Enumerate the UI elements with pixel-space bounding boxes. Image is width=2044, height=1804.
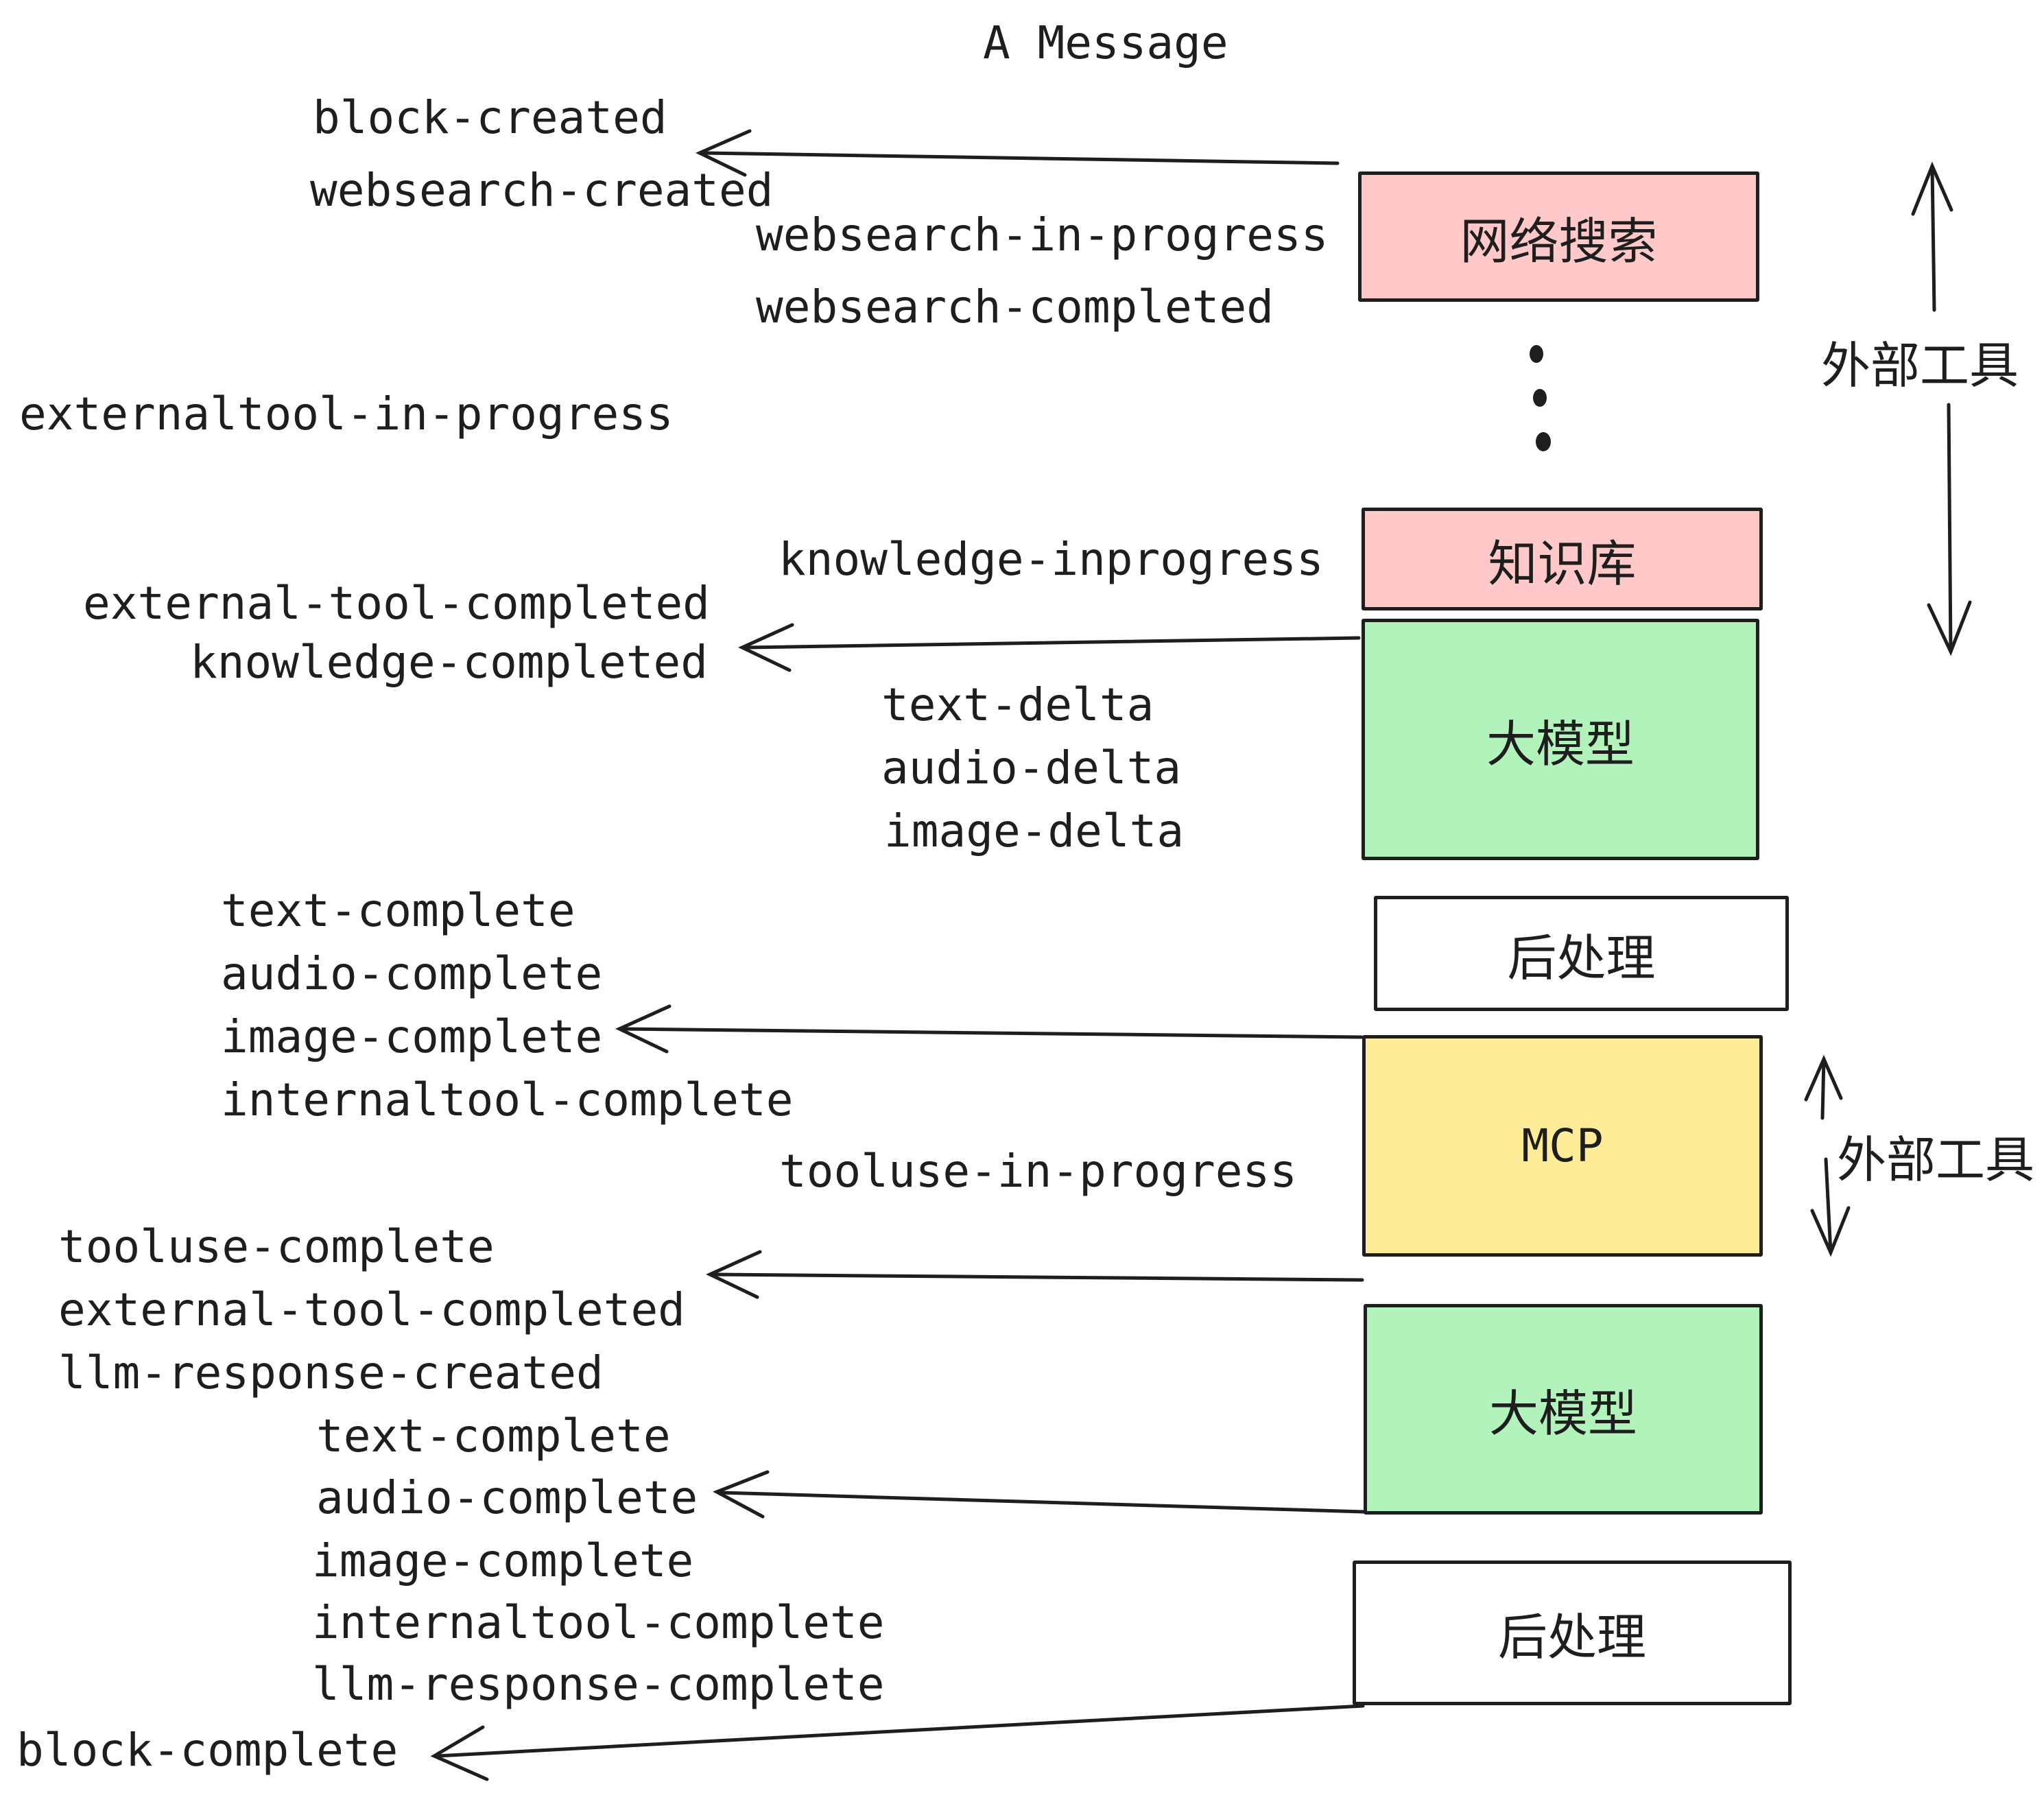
left-arrow-icon-websearch-created: [696, 129, 1340, 177]
box-knowledge: 知识库: [1362, 508, 1763, 610]
box-llm-1-label: 大模型: [1486, 717, 1635, 772]
event-label-external-tool-completed: external-tool-completed: [83, 577, 710, 630]
event-label-tooluse-in-progress: tooluse-in-progress: [779, 1145, 1297, 1198]
box-postprocess-2: 后处理: [1353, 1560, 1792, 1705]
event-label-knowledge-completed: knowledge-completed: [190, 636, 708, 689]
event-label-block-complete: block-complete: [16, 1724, 399, 1777]
annotation-external-tools-mid: 外部工具: [1837, 1133, 2035, 1188]
event-label-websearch-in-progress: websearch-in-progress: [756, 209, 1329, 261]
event-label-text-complete: text-complete: [221, 884, 575, 937]
box-mcp-label: MCP: [1521, 1119, 1604, 1172]
left-arrow-icon-knowledge-completed: [738, 623, 1361, 672]
event-label-image-complete: image-complete: [221, 1010, 603, 1063]
up-arrow-icon-external-tools-mid: [1804, 1054, 1843, 1120]
ellipsis-dots-icon: [1530, 345, 1551, 451]
event-label-llm-response-created: llm-response-created: [58, 1346, 604, 1399]
event-label-image-delta: image-delta: [884, 805, 1185, 857]
event-label-websearch-created: websearch-created: [310, 164, 774, 217]
event-label-llm-response-complete: llm-response-complete: [312, 1658, 885, 1711]
annotation-external-tools-top: 外部工具: [1821, 339, 2019, 394]
box-knowledge-label: 知识库: [1488, 536, 1637, 592]
box-websearch: 网络搜索: [1358, 171, 1759, 302]
box-mcp: MCP: [1362, 1035, 1763, 1257]
left-arrow-icon-audio-complete: [713, 1470, 1366, 1519]
event-label-text-delta: text-delta: [881, 678, 1154, 731]
event-label-internaltool-complete-2: internaltool-complete: [312, 1596, 885, 1649]
left-arrow-icon-block-complete: [430, 1704, 1365, 1781]
event-label-block-created: block-created: [313, 91, 667, 144]
box-websearch-label: 网络搜索: [1460, 214, 1658, 270]
box-llm-2: 大模型: [1364, 1304, 1763, 1515]
event-label-internaltool-complete: internaltool-complete: [221, 1073, 794, 1126]
box-llm-1: 大模型: [1362, 619, 1759, 860]
event-label-image-complete-2: image-complete: [312, 1534, 694, 1587]
event-label-audio-complete: audio-complete: [221, 947, 603, 1000]
left-arrow-icon-image-complete: [615, 1004, 1364, 1054]
up-arrow-icon-external-tools-top: [1911, 161, 1953, 312]
event-label-audio-complete-2: audio-complete: [316, 1471, 698, 1524]
event-label-externaltool-in-progress: externaltool-in-progress: [19, 388, 674, 440]
event-label-audio-delta: audio-delta: [881, 741, 1182, 794]
event-label-external-tool-completed-2: external-tool-completed: [58, 1283, 685, 1336]
event-label-knowledge-inprogress: knowledge-inprogress: [779, 533, 1324, 586]
box-llm-2-label: 大模型: [1488, 1387, 1637, 1442]
left-arrow-icon-tooluse-complete: [706, 1250, 1364, 1299]
down-arrow-icon-external-tools-top: [1927, 403, 1972, 656]
diagram-title: A Message: [983, 16, 1228, 69]
box-postprocess-1: 后处理: [1374, 896, 1789, 1011]
box-postprocess-2-label: 后处理: [1497, 1611, 1646, 1665]
box-postprocess-1-label: 后处理: [1507, 931, 1656, 986]
event-label-tooluse-complete: tooluse-complete: [58, 1220, 495, 1273]
event-label-websearch-completed: websearch-completed: [756, 281, 1274, 333]
event-label-text-complete-2: text-complete: [316, 1410, 671, 1462]
